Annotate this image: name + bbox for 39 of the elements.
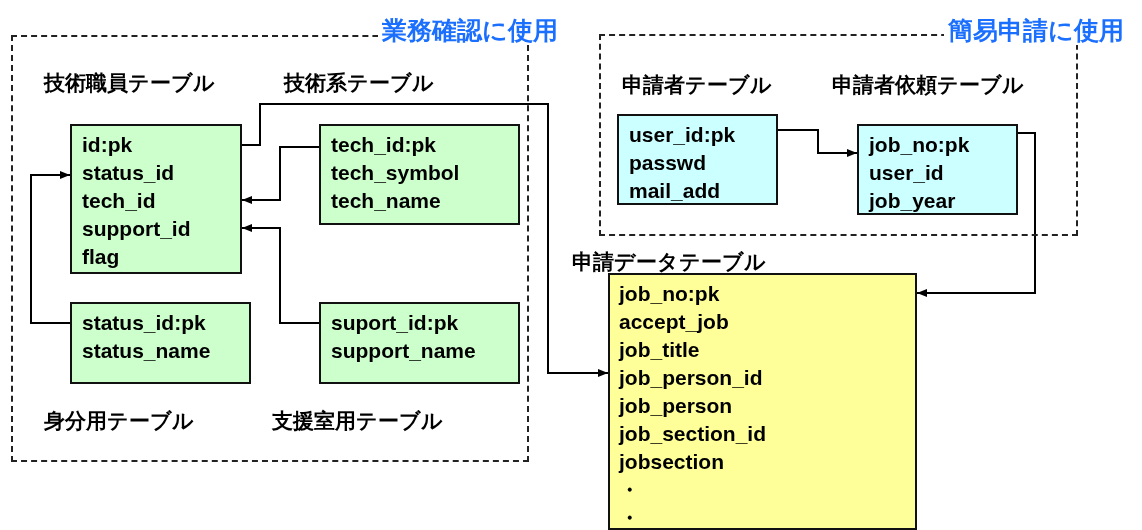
field-name: accept_job [619,309,729,335]
table-name: 申請データテーブル [572,249,766,275]
field-name: tech_name [331,188,441,214]
field-name: job_no:pk [619,281,720,307]
field-name: mail_add [629,178,721,204]
field-name: jobsection [619,449,724,475]
field-name: status_id [82,160,175,186]
field-name: suport_id:pk [331,310,459,336]
field-name: id:pk [82,132,133,158]
field-name: tech_symbol [331,160,460,186]
table-name: 技術系テーブル [284,70,434,96]
field-name: status_id:pk [82,310,206,336]
table-name: 申請者依頼テーブル [832,72,1024,98]
arrow [241,224,320,324]
table-name: 技術職員テーブル [44,70,215,96]
field-name: job_person_id [619,365,763,391]
field-name: job_year [869,188,956,214]
arrow [916,132,1036,297]
arrow [241,103,609,377]
table-name: 申請者テーブル [622,72,772,98]
field-name: job_no:pk [869,132,970,158]
field-name: tech_id:pk [331,132,437,158]
field-name: support_id [82,216,191,242]
field-name: ・ [619,477,640,503]
field-name: job_title [619,337,700,363]
table-name: 支援室用テーブル [272,408,443,434]
field-name: user_id:pk [629,122,736,148]
table-name: 身分用テーブル [44,408,194,434]
field-name: status_name [82,338,211,364]
field-name: job_person [619,393,733,419]
field-name: support_name [331,338,476,364]
field-name: passwd [629,150,707,176]
field-name: user_id [869,160,944,186]
arrow [777,129,858,157]
field-name: ・ [619,505,640,530]
field-name: job_section_id [619,421,767,447]
field-name: tech_id [82,188,156,214]
field-name: flag [82,244,120,270]
arrow [241,146,320,204]
